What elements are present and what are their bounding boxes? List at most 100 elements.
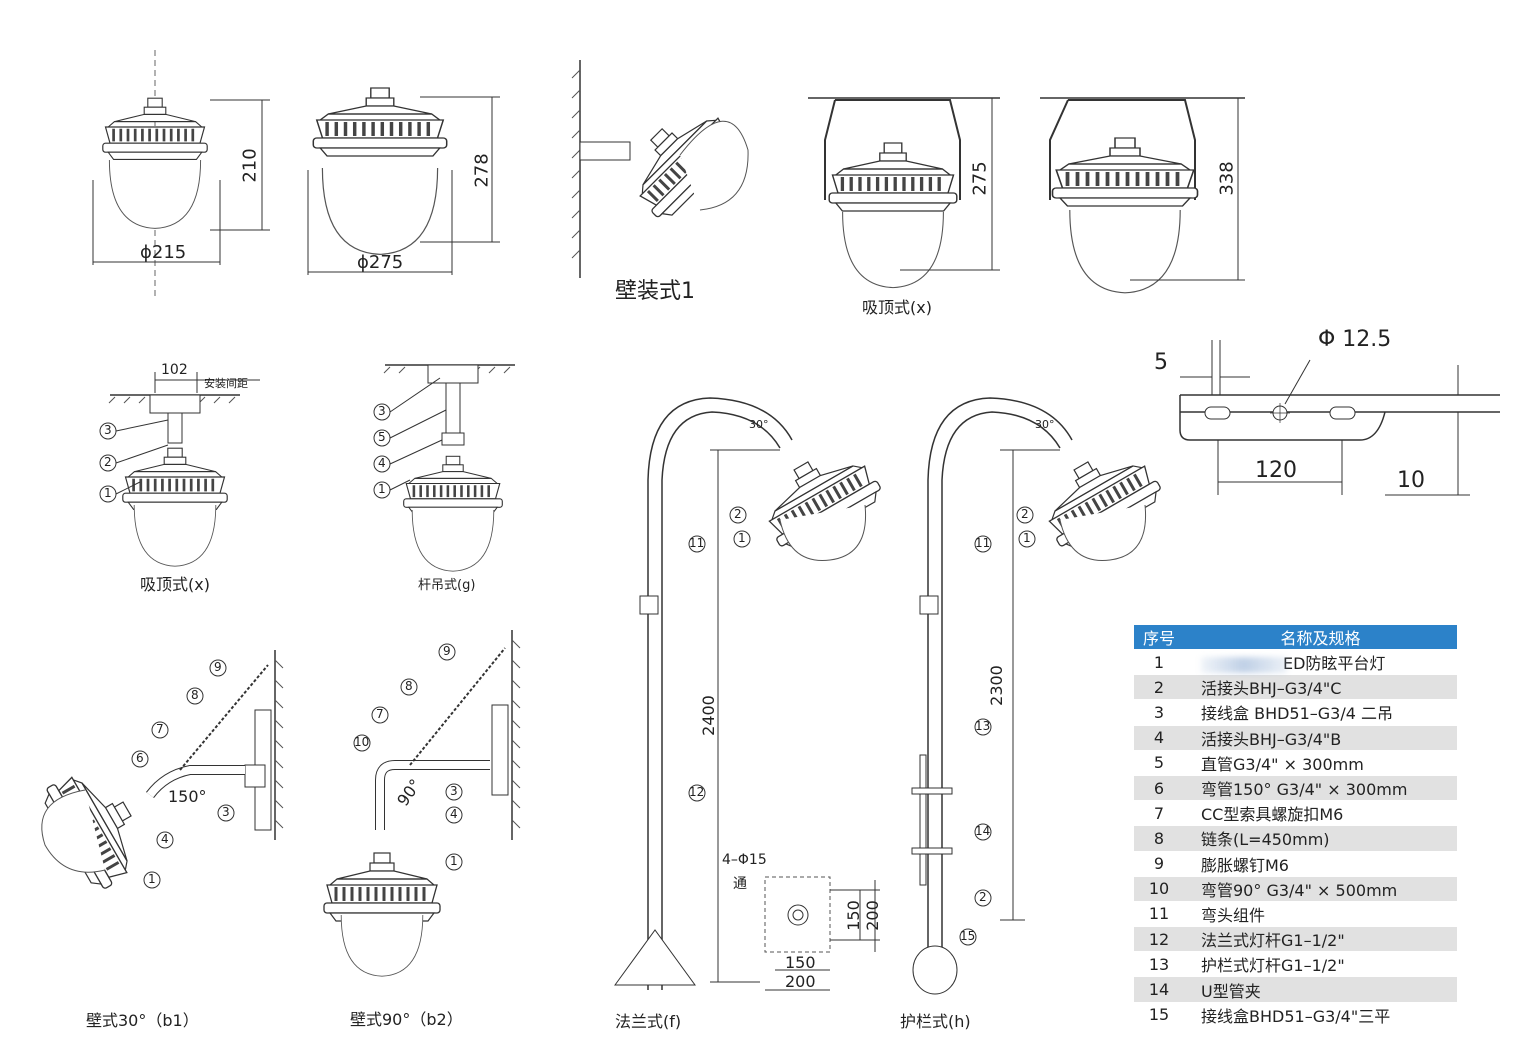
row-name: 护栏式灯杆G1–1/2" <box>1184 951 1457 977</box>
wall30-b1-view <box>37 650 284 895</box>
angle-30-guardrail: 30° <box>1035 418 1055 431</box>
row-no: 7 <box>1134 800 1184 826</box>
callout-h-13: 13 <box>975 719 991 733</box>
ceiling-x-view <box>99 372 260 567</box>
row-name: U型管夹 <box>1184 976 1457 1003</box>
callout-h-2: 2 <box>1021 507 1029 521</box>
row-no: 15 <box>1134 1001 1184 1027</box>
callout-x-2: 2 <box>104 455 112 469</box>
callout-b2-3: 3 <box>450 784 458 798</box>
callout-b1-9: 9 <box>214 660 222 674</box>
callout-h-14: 14 <box>975 824 991 838</box>
dim-flange-200v: 200 <box>862 900 882 931</box>
guardrail-h-view <box>911 397 1167 995</box>
dim-278: 278 <box>471 153 493 188</box>
row-no: 11 <box>1134 900 1184 927</box>
row-name-text: ED防眩平台灯 <box>1283 654 1386 674</box>
dim-bracket-12-5: Φ 12.5 <box>1318 327 1392 352</box>
dim-338: 338 <box>1216 161 1238 196</box>
row-name: 活接头BHJ–G3/4"C <box>1184 674 1457 700</box>
callout-b1-3: 3 <box>222 805 230 819</box>
dim-flange-200h: 200 <box>785 972 816 991</box>
through-label: 通 <box>733 876 747 892</box>
spacing-note: 安装间距 <box>204 377 248 390</box>
callout-b1-7: 7 <box>156 722 164 736</box>
callout-g-1: 1 <box>378 482 386 496</box>
callout-b1-4: 4 <box>161 832 169 846</box>
row-no: 14 <box>1134 976 1184 1003</box>
row-no: 12 <box>1134 926 1184 952</box>
row-name: ED防眩平台灯 <box>1184 648 1457 675</box>
caption-wall90: 壁式90°（b2） <box>350 1010 463 1029</box>
row-no: 4 <box>1134 724 1184 751</box>
callout-g-4: 4 <box>378 456 386 470</box>
row-name: 活接头BHJ–G3/4"B <box>1184 724 1457 751</box>
row-no: 6 <box>1134 774 1184 801</box>
row-name: 弯管90° G3/4" × 500mm <box>1184 875 1457 902</box>
table-header-row: 序号 名称及规格 <box>1134 625 1457 650</box>
pole-hang-g-view <box>373 364 515 572</box>
callout-g-3: 3 <box>378 404 386 418</box>
bracket-detail-view <box>1179 340 1500 496</box>
callout-x-3: 3 <box>104 423 112 437</box>
row-no: 8 <box>1134 825 1184 851</box>
row-name: 法兰式灯杆G1–1/2" <box>1184 926 1457 952</box>
row-name: 直管G3/4" × 300mm <box>1184 749 1457 776</box>
row-name: 弯管150° G3/4" × 300mm <box>1184 774 1457 801</box>
wall90-b2-view <box>322 630 521 977</box>
holes-label: 4–Φ15 <box>722 852 767 868</box>
callout-b2-7: 7 <box>376 707 384 721</box>
callout-b2-1: 1 <box>450 854 458 868</box>
dim-flange-150v: 150 <box>843 900 863 931</box>
caption-pole-hang: 杆吊式(g) <box>418 578 476 593</box>
callout-b2-8: 8 <box>405 679 413 693</box>
callout-b2-9: 9 <box>443 644 451 658</box>
flange-f-view <box>614 397 887 990</box>
row-no: 10 <box>1134 875 1184 902</box>
dim-flange-150h: 150 <box>785 953 816 972</box>
dim-d275: ϕ275 <box>357 252 404 273</box>
dim-bracket-120: 120 <box>1255 458 1297 483</box>
row-name: 接线盒 BHD51–G3/4 二吊 <box>1184 699 1457 726</box>
front-view-210 <box>92 50 270 300</box>
callout-b1-1: 1 <box>148 872 156 886</box>
row-name: 弯头组件 <box>1184 900 1457 927</box>
caption-guardrail: 护栏式(h) <box>900 1012 971 1031</box>
callout-g-5: 5 <box>378 430 386 444</box>
callout-h-11: 11 <box>975 536 991 550</box>
dim-2400: 2400 <box>698 695 718 736</box>
row-no: 2 <box>1134 674 1184 700</box>
callout-f-1: 1 <box>738 531 746 545</box>
angle-30-flange: 30° <box>749 418 769 431</box>
dim-d215: ϕ215 <box>140 242 187 263</box>
ceiling-275-view <box>808 97 1000 289</box>
flange-plate-view <box>764 876 880 991</box>
callout-f-12: 12 <box>689 785 705 799</box>
callout-b1-8: 8 <box>191 688 199 702</box>
dim-bracket-10: 10 <box>1397 468 1425 493</box>
row-no: 5 <box>1134 749 1184 776</box>
row-name: CC型索具螺旋扣M6 <box>1184 800 1457 826</box>
callout-x-1: 1 <box>104 486 112 500</box>
header-no: 序号 <box>1134 625 1184 650</box>
row-name: 膨胀螺钉M6 <box>1184 850 1457 877</box>
callout-f-2: 2 <box>734 507 742 521</box>
caption-wall30: 壁式30°（b1） <box>86 1011 199 1030</box>
row-no: 9 <box>1134 850 1184 877</box>
row-name: 接线盒BHD51–G3/4"三平 <box>1184 1001 1457 1027</box>
row-no: 13 <box>1134 951 1184 977</box>
callout-f-11: 11 <box>689 536 705 550</box>
caption-wall-mount-1: 壁装式1 <box>615 279 695 304</box>
dim-210: 210 <box>239 148 261 183</box>
